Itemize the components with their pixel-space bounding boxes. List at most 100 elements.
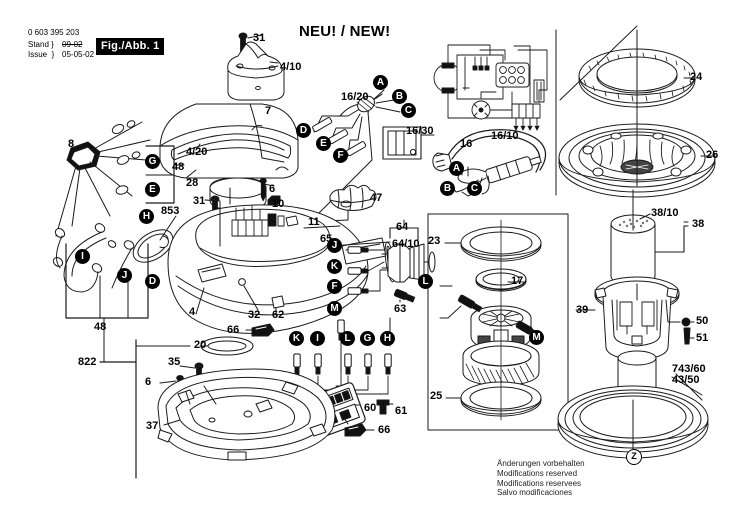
marker-m-switch: M [327,301,342,316]
wire-group-16-20 [299,89,435,233]
turbine-24-26 [558,25,716,198]
callout-32: 32 [248,309,261,321]
callout-35: 35 [168,356,181,368]
marker-f-wiring: F [333,148,348,163]
callout-66-upper: 66 [227,324,240,336]
marker-g-pcb: G [360,331,375,346]
callout-7: 7 [265,105,272,117]
callout-31-top: 31 [253,32,266,44]
cable-harness [52,120,185,331]
callout-6-base: 6 [145,376,152,388]
callout-38: 38 [692,218,705,230]
marker-e-wiring: E [316,136,331,151]
marker-d-wiring: D [296,123,311,138]
callout-51: 51 [696,332,709,344]
footer-line-de: Änderungen vorbehalten [497,459,585,468]
marker-h-pcb: H [380,331,395,346]
marker-z-container: Z [626,449,642,465]
marker-k-switch: K [327,259,342,274]
marker-e-harness: E [145,182,160,197]
page-title: NEU! / NEW! [299,23,391,40]
marker-d-harness: D [145,274,160,289]
stand-date-struck: 09-02 [62,40,83,49]
marker-b-cord: B [440,181,455,196]
callout-16-10: 16/10 [491,130,519,142]
callout-48-upper: 48 [172,161,185,173]
callout-11: 11 [308,216,320,228]
callout-48-lower: 48 [94,321,107,333]
filter-basket-39 [575,276,695,413]
issue-label: Issue } [28,50,55,59]
callout-8: 8 [68,138,75,150]
callout-28: 28 [186,177,199,189]
marker-i-harness: I [75,249,90,264]
callout-822: 822 [78,356,97,368]
marker-f-switch: F [327,279,342,294]
gasket-853 [132,229,174,263]
marker-l-motor: L [418,274,433,289]
callout-26: 26 [706,149,719,161]
callout-39: 39 [576,304,589,316]
callout-16-30: 16/30 [406,125,434,137]
marker-h-harness: H [139,209,154,224]
marker-j-switch: J [327,238,342,253]
callout-63: 63 [394,303,407,315]
marker-l-pcb: L [340,331,355,346]
fasteners-mid [204,177,281,225]
callout-64: 64 [396,221,409,233]
power-cord [432,129,547,197]
marker-c-wiring: C [401,103,416,118]
callout-62: 62 [272,309,285,321]
marker-i-pcb: I [310,331,325,346]
callout-16-20: 16/20 [341,91,369,103]
callout-61: 61 [395,405,408,417]
figure-badge: Fig./Abb. 1 [96,38,165,55]
issue-date: 05-05-02 [62,50,95,59]
callout-64-10: 64/10 [392,238,420,250]
callout-23: 23 [428,235,441,247]
marker-k-pcb: K [289,331,304,346]
callout-6-mid: 6 [269,183,276,195]
callout-24: 24 [690,71,703,83]
container-743-60 [557,373,709,459]
callout-43-50: 43/50 [672,374,700,386]
wiring-schematic [421,41,548,131]
callout-853: 853 [161,205,180,217]
callout-37: 37 [146,420,159,432]
marker-b-wiring: B [392,89,407,104]
callout-25: 25 [430,390,443,402]
stand-label: Stand } [28,40,54,49]
callout-50: 50 [696,315,709,327]
marker-c-cord: C [467,181,482,196]
callout-17: 17 [511,275,524,287]
callout-4-10: 4/10 [280,61,302,73]
filter-lid-28 [209,177,267,211]
callout-38-10: 38/10 [651,207,679,219]
marker-g-harness: G [145,154,160,169]
footer-line-fr: Modifications reservees [497,478,582,488]
motor-assembly [427,213,569,431]
sheet-part-number: 0 603 395 203 [28,28,80,37]
callout-743-60: 743/60 [672,363,706,375]
footer-disclaimer: Änderungen vorbehalten Modifications res… [497,459,585,498]
callout-60: 60 [364,402,377,414]
callout-4: 4 [189,306,196,318]
callout-20: 20 [194,339,207,351]
callout-31-mid: 31 [193,195,206,207]
callout-47: 47 [370,192,383,204]
base-37 [99,329,336,479]
footer-line-en: Modifications reserved [497,468,578,478]
filter-38 [610,189,689,285]
marker-j-harness: J [117,268,132,283]
marker-m-motor: M [529,330,544,345]
marker-a-cord: A [449,161,464,176]
footer-line-es: Salvo modificaciones [497,488,573,498]
switch-block-64 [337,219,436,371]
handle-hood [159,103,299,179]
callout-4-20: 4/20 [186,146,208,158]
callout-66-lower: 66 [378,424,391,436]
callout-65: 65 [320,233,333,245]
callout-16: 16 [460,138,473,150]
